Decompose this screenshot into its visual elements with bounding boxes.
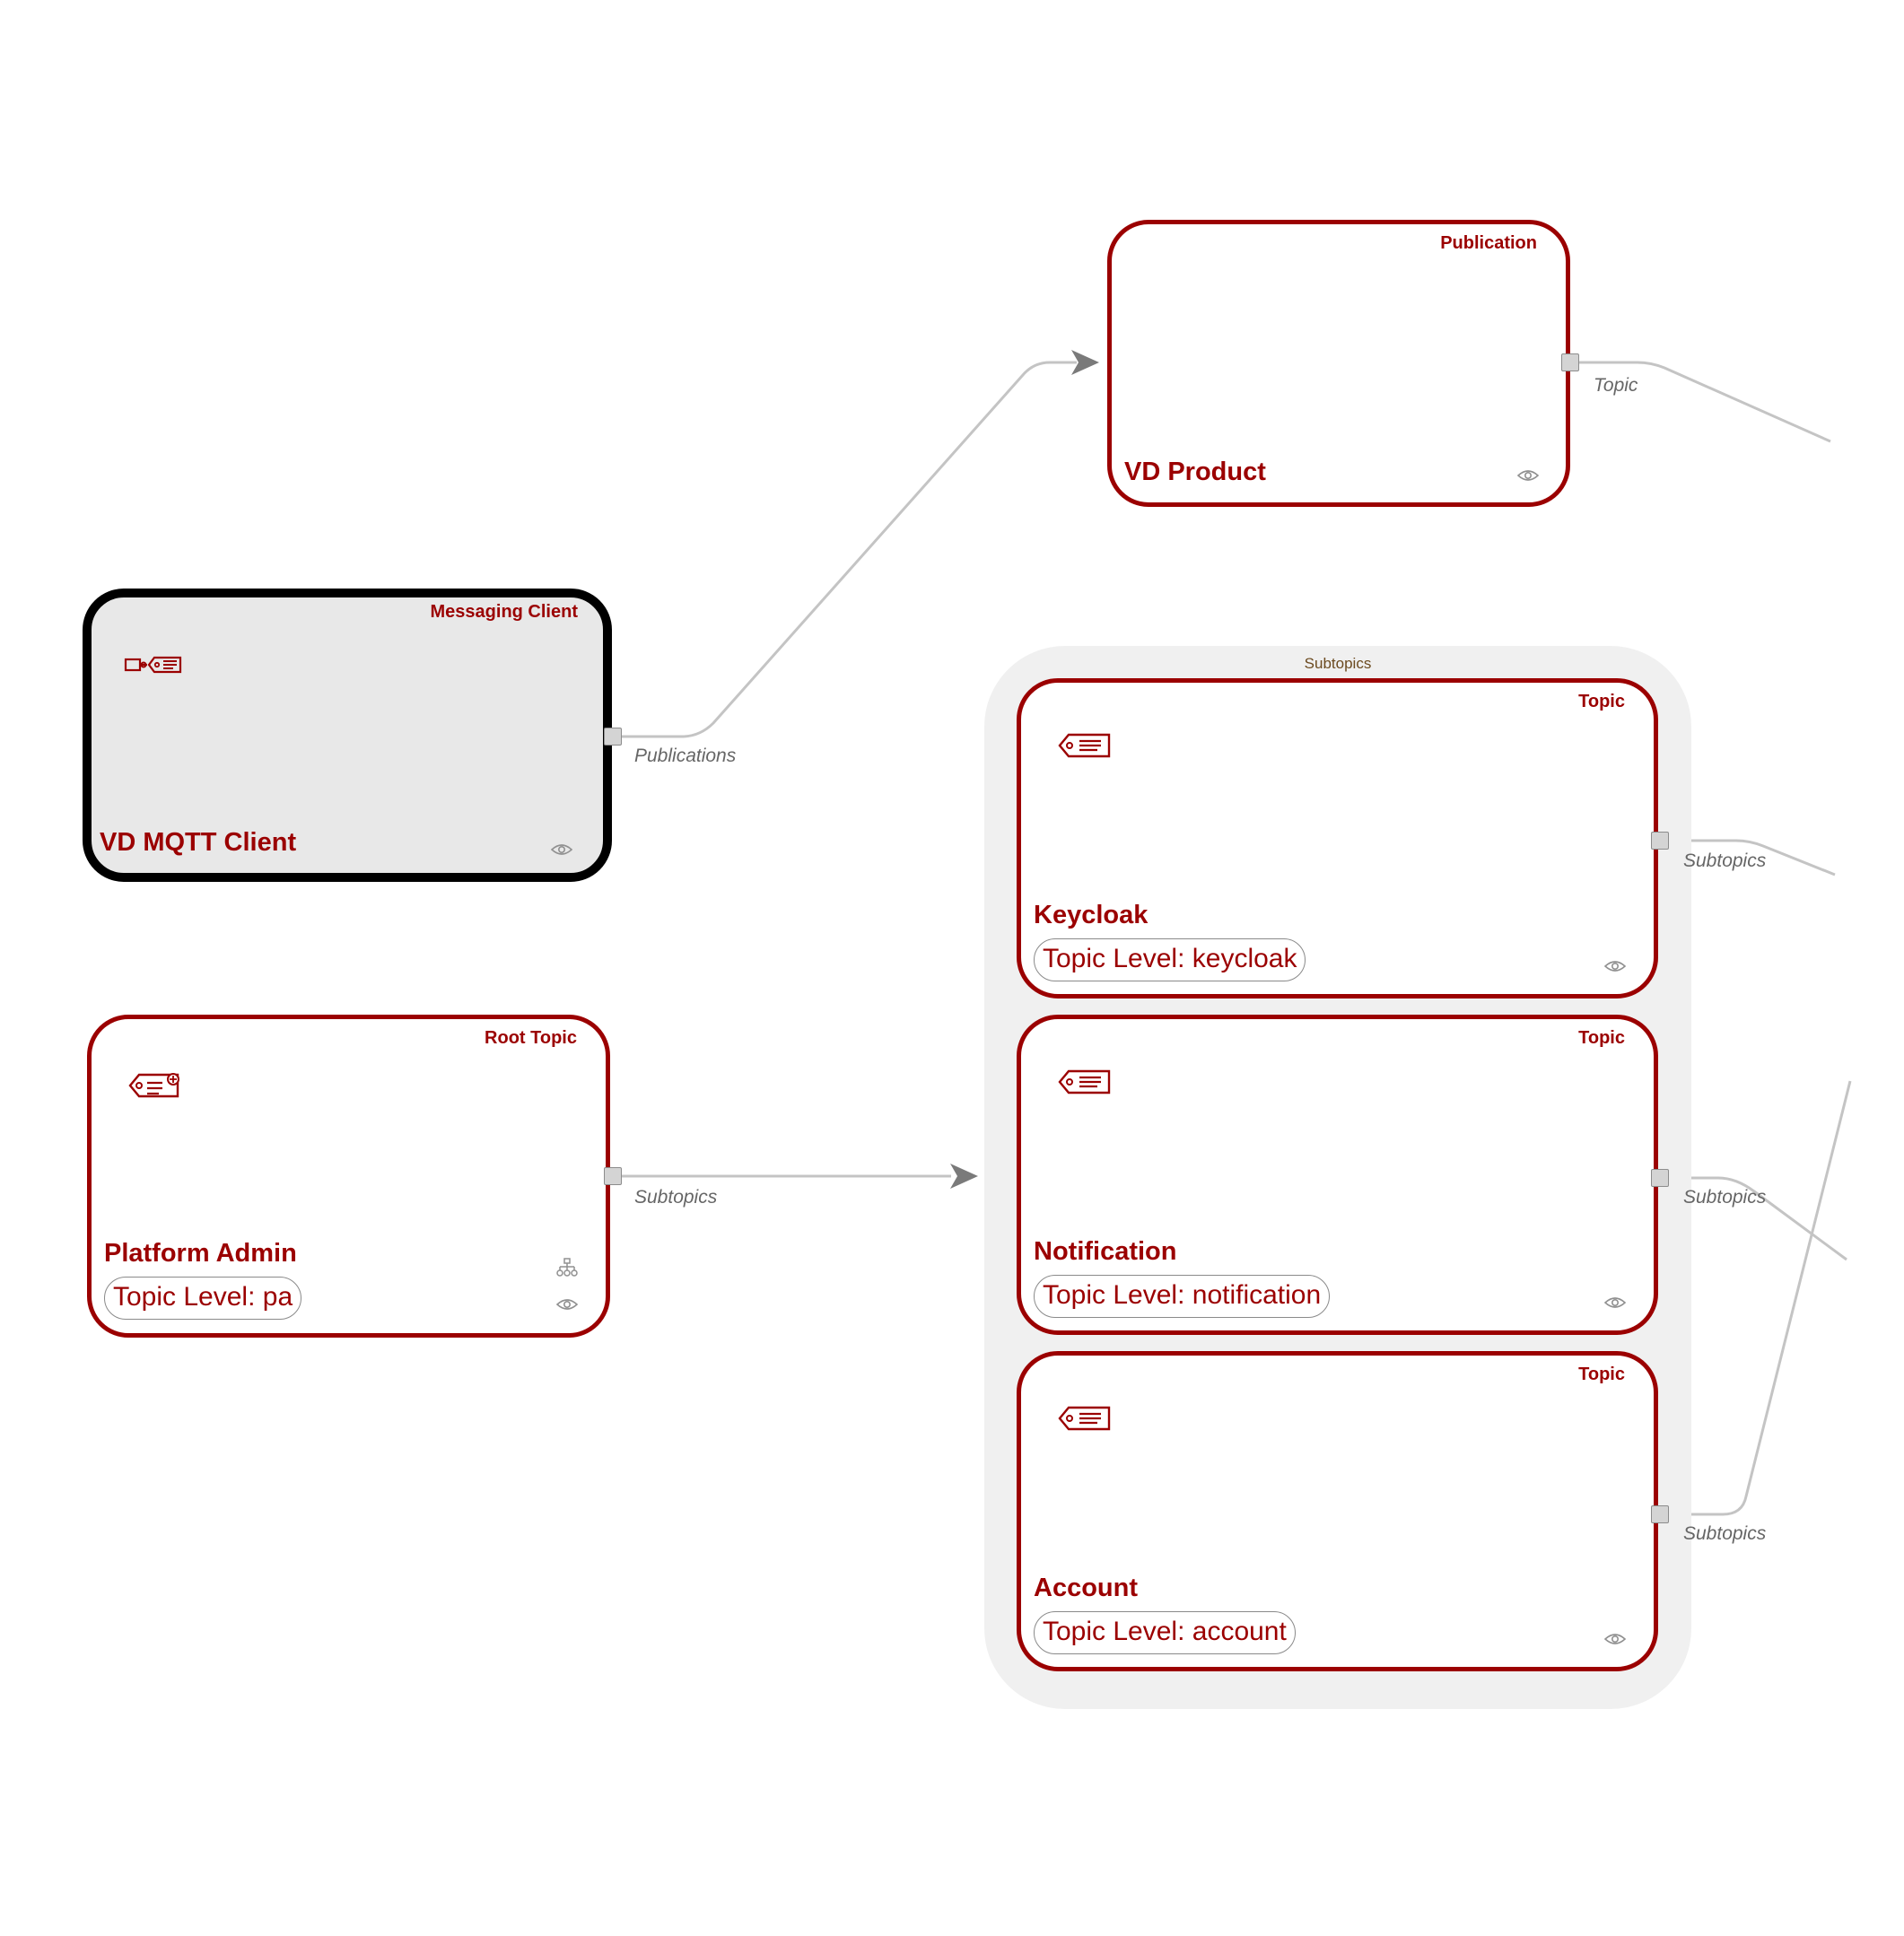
eye-icon[interactable] bbox=[556, 1297, 578, 1312]
edge-subtopics-account[interactable] bbox=[1669, 1080, 1852, 1516]
node-notification[interactable]: Topic Notification Topic Level: notifica… bbox=[1017, 1015, 1658, 1335]
node-title: Notification bbox=[1034, 1237, 1177, 1266]
node-title: Keycloak bbox=[1034, 901, 1149, 929]
topic-tag-icon bbox=[1058, 733, 1111, 758]
topic-level-pill: Topic Level: account bbox=[1034, 1611, 1296, 1654]
node-type-label: Publication bbox=[1440, 233, 1537, 253]
node-type-label: Root Topic bbox=[485, 1028, 577, 1048]
topic-level-pill: Topic Level: pa bbox=[104, 1277, 302, 1320]
root-topic-icon bbox=[128, 1073, 179, 1098]
node-type-label: Topic bbox=[1578, 1365, 1625, 1384]
node-type-label: Topic bbox=[1578, 692, 1625, 711]
port-subtopics-notification[interactable] bbox=[1651, 1169, 1669, 1187]
eye-icon[interactable] bbox=[1604, 959, 1626, 973]
port-subtopics-admin[interactable] bbox=[604, 1167, 622, 1185]
edge-label-topic: Topic bbox=[1594, 375, 1638, 396]
node-account[interactable]: Topic Account Topic Level: account bbox=[1017, 1351, 1658, 1671]
node-keycloak[interactable]: Topic Keycloak Topic Level: keycloak bbox=[1017, 678, 1658, 999]
edge-label-subtopics: Subtopics bbox=[634, 1187, 718, 1208]
hierarchy-icon[interactable] bbox=[556, 1258, 578, 1278]
topic-tag-icon bbox=[1058, 1406, 1111, 1431]
port-publications[interactable] bbox=[604, 728, 622, 746]
topic-level-pill: Topic Level: keycloak bbox=[1034, 938, 1306, 981]
edge-label-subtopics: Subtopics bbox=[1683, 850, 1767, 871]
node-title: VD Product bbox=[1124, 458, 1266, 486]
edge-label-subtopics: Subtopics bbox=[1683, 1187, 1767, 1208]
group-label: Subtopics bbox=[1304, 655, 1372, 672]
node-title: Platform Admin bbox=[104, 1239, 297, 1268]
node-type-label: Messaging Client bbox=[430, 602, 578, 622]
edge-label-subtopics: Subtopics bbox=[1683, 1523, 1767, 1544]
topic-level-pill: Topic Level: notification bbox=[1034, 1275, 1331, 1318]
publications-arrowhead bbox=[1071, 350, 1099, 375]
eye-icon[interactable] bbox=[551, 842, 572, 857]
port-subtopics-keycloak[interactable] bbox=[1651, 832, 1669, 850]
node-vd-mqtt-client[interactable]: Messaging Client VD MQTT Client bbox=[83, 589, 612, 882]
node-title: Account bbox=[1034, 1574, 1138, 1602]
topic-tag-icon bbox=[1058, 1069, 1111, 1094]
eye-icon[interactable] bbox=[1604, 1295, 1626, 1310]
eye-icon[interactable] bbox=[1604, 1632, 1626, 1646]
node-platform-admin[interactable]: Root Topic Platform Admin Topic Level: p… bbox=[87, 1015, 610, 1338]
node-title: VD MQTT Client bbox=[100, 828, 297, 857]
node-vd-product[interactable]: Publication VD Product bbox=[1107, 220, 1570, 507]
port-subtopics-account[interactable] bbox=[1651, 1505, 1669, 1523]
messaging-client-icon bbox=[124, 656, 182, 674]
subtopics-arrowhead bbox=[950, 1164, 978, 1189]
node-type-label: Topic bbox=[1578, 1028, 1625, 1048]
edge-label-publications: Publications bbox=[634, 746, 737, 766]
port-topic[interactable] bbox=[1561, 353, 1579, 371]
eye-icon[interactable] bbox=[1517, 468, 1539, 483]
